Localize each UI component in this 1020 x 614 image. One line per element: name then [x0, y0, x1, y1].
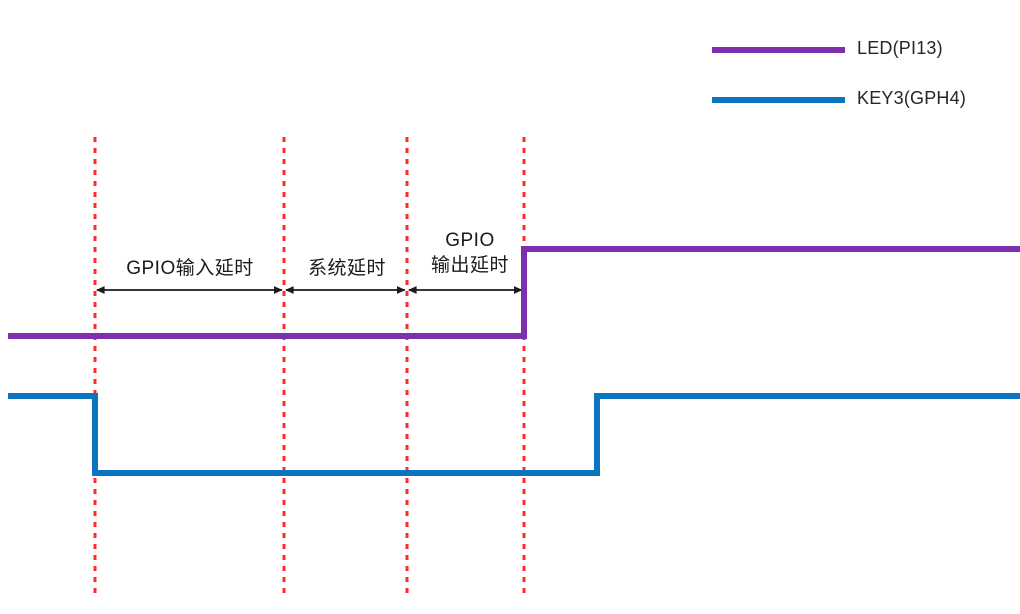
interval-label-gpio-output-delay-line1: GPIO — [445, 230, 495, 251]
waveform-led-pi13 — [8, 246, 1020, 339]
interval-label-gpio-output-delay: GPIO 输出延时 — [412, 228, 528, 278]
interval-label-system-delay: 系统延时 — [307, 258, 386, 279]
legend-label-led: LED(PI13) — [857, 38, 943, 58]
marker-lines — [93, 137, 526, 597]
legend-label-key: KEY3(GPH4) — [857, 88, 967, 108]
interval-label-gpio-output-delay-line2: 输出延时 — [430, 255, 509, 276]
interval-label-gpio-input-delay: GPIO输入延时 — [126, 258, 254, 279]
waveform-key3-gph4 — [8, 393, 1020, 476]
legend-swatches — [712, 47, 845, 103]
